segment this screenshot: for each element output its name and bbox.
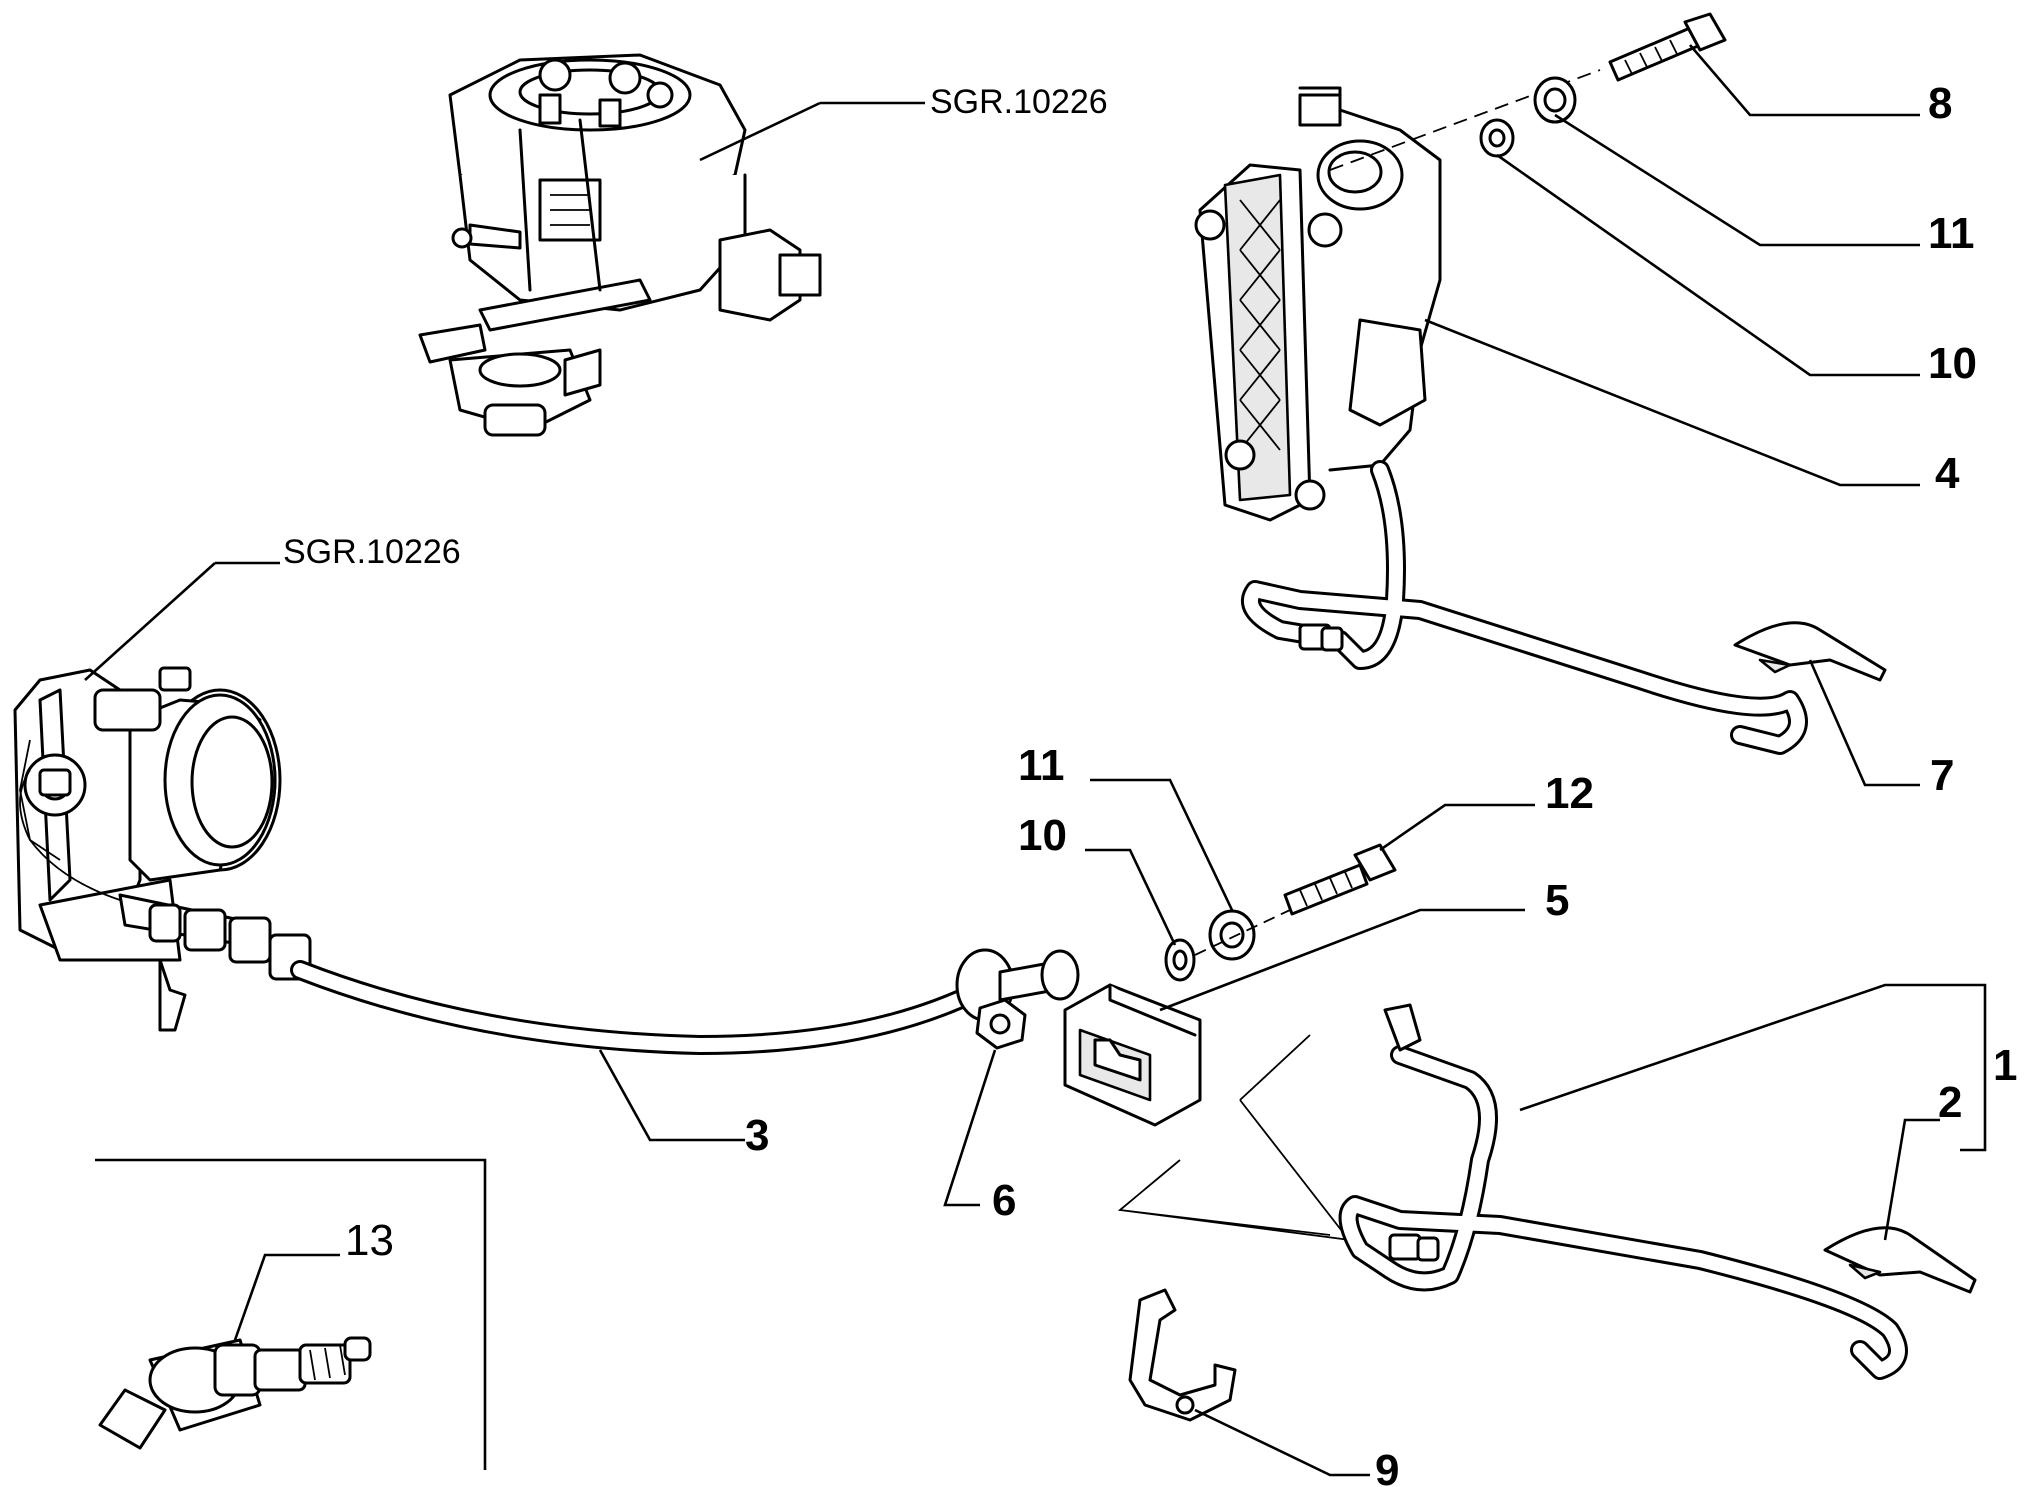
throttle-cable <box>19 769 1080 1055</box>
leader-1 <box>1519 983 1987 1152</box>
leader-5 <box>1159 908 1525 1012</box>
carb-ref-label: SGR.10226 <box>930 83 1108 121</box>
pedal-pad-upper <box>1733 621 1887 682</box>
leader-throttle-ref <box>84 562 216 681</box>
leader-3 <box>598 1049 745 1142</box>
carburettor-unit-drawing <box>418 53 822 437</box>
leader-8 <box>1689 44 1920 117</box>
throttle-body-drawing <box>13 666 282 1032</box>
pedal-module-drawing <box>1194 86 1442 522</box>
washer-11-mid <box>1208 909 1256 961</box>
sensor-13 <box>98 1336 372 1450</box>
washer-11-top <box>1533 76 1577 124</box>
leader-2 <box>1883 1118 1940 1241</box>
callout-10-mid: 10 <box>1018 811 1067 860</box>
inset-frame <box>95 1158 487 1470</box>
callout-1: 1 <box>1993 1041 2017 1090</box>
clip-9 <box>1128 1288 1237 1422</box>
callout-9: 9 <box>1375 1446 1399 1487</box>
leader-11-mid <box>1090 778 1234 911</box>
callout-2: 2 <box>1938 1078 1962 1127</box>
pedal-arm-lower <box>1117 1003 1908 1380</box>
leader-9 <box>1194 1408 1370 1477</box>
callout-11-top: 11 <box>1928 209 1975 258</box>
leader-10-top <box>1496 153 1920 377</box>
nut-6 <box>975 998 1027 1050</box>
throttle-ref-label: SGR.10226 <box>283 533 461 571</box>
callout-12: 12 <box>1545 769 1594 818</box>
pedal-pad-lower <box>1823 1226 1977 1294</box>
washer-10-mid <box>1164 938 1196 982</box>
leader-11-top <box>1554 113 1920 247</box>
assembly-axis <box>1329 69 1601 171</box>
leader-13 <box>233 1253 340 1341</box>
leader-12 <box>1379 803 1535 852</box>
callout-4: 4 <box>1935 449 1960 498</box>
callout-3: 3 <box>745 1111 769 1160</box>
mid-axis <box>1194 909 1291 956</box>
callout-5: 5 <box>1545 876 1569 925</box>
bolt-12 <box>1283 843 1397 916</box>
leader-4 <box>1424 318 1920 487</box>
callout-13: 13 <box>345 1216 394 1265</box>
bolt-8 <box>1608 12 1727 82</box>
callout-8: 8 <box>1928 79 1952 128</box>
leader-carb-ref <box>699 101 821 162</box>
callout-10-top: 10 <box>1928 339 1977 388</box>
leader-7 <box>1808 659 1920 787</box>
washer-10-top <box>1479 118 1515 158</box>
pedal-arm-upper <box>1240 460 1808 755</box>
bracket-5 <box>1063 983 1202 1127</box>
callout-7: 7 <box>1930 751 1954 800</box>
leader-6 <box>943 1049 997 1207</box>
callout-11-mid: 11 <box>1018 741 1065 790</box>
callout-6: 6 <box>992 1176 1016 1225</box>
leader-10-mid <box>1085 848 1177 946</box>
